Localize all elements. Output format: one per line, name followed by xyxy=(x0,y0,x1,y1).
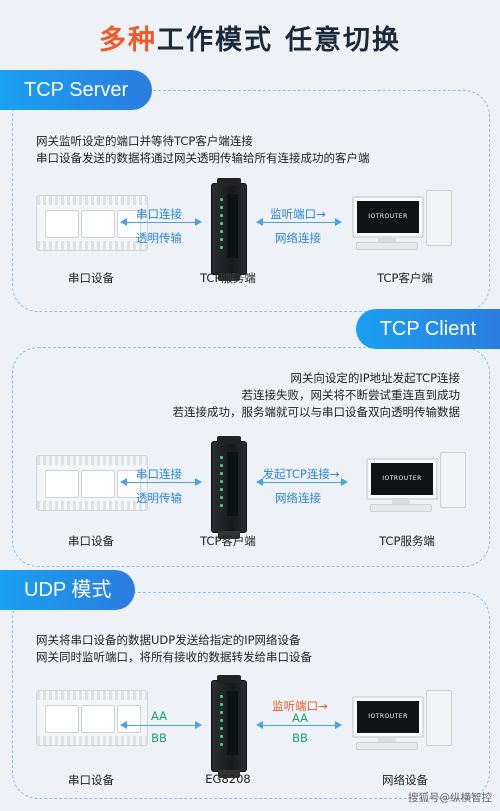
right-device-label: 网络设备 xyxy=(382,773,428,787)
computer-image: IOTROUTER xyxy=(352,190,452,250)
tcp-client-desc-1: 网关向设定的IP地址发起TCP连接 xyxy=(290,371,460,385)
right-arrow-aa-label: AA xyxy=(291,711,309,725)
left-arrow-top-label: AA xyxy=(150,709,168,723)
left-device-label: 串口设备 xyxy=(68,534,114,548)
serial-device-image xyxy=(36,195,148,251)
tcp-client-desc-2: 若连接失败，网关将不断尝试重连直到成功 xyxy=(241,388,461,402)
screen-logo: IOTROUTER xyxy=(357,701,419,733)
computer-image: IOTROUTER xyxy=(352,690,452,750)
title-accent: 多种 xyxy=(99,25,157,56)
left-arrow-bottom-label: BB xyxy=(151,731,167,745)
gateway-image xyxy=(211,178,247,281)
right-arrow xyxy=(256,478,348,486)
tcp-client-desc-3: 若连接成功，服务端就可以与串口设备双向透明传输数据 xyxy=(172,405,461,419)
udp-desc-1: 网关将串口设备的数据UDP发送给指定的IP网络设备 xyxy=(36,633,301,647)
tcp-server-desc-2: 串口设备发送的数据将通过网关透明传输给所有连接成功的客户端 xyxy=(36,151,370,165)
udp-desc-2: 网关同时监听端口，将所有接收的数据转发给串口设备 xyxy=(36,650,312,664)
screen-logo: IOTROUTER xyxy=(371,463,433,495)
udp-section xyxy=(12,592,490,799)
left-device-label: 串口设备 xyxy=(68,773,114,787)
center-device-label: TCP客户端 xyxy=(200,534,256,548)
screen-logo: IOTROUTER xyxy=(357,201,419,233)
left-arrow-top-label: 串口连接 xyxy=(136,467,182,481)
tcp-server-desc-1: 网关监听设定的端口并等待TCP客户端连接 xyxy=(36,134,253,148)
title-part3: 任意切换 xyxy=(285,25,401,56)
left-arrow xyxy=(120,218,202,226)
udp-pill: UDP 模式 xyxy=(0,570,136,610)
left-arrow xyxy=(120,721,202,729)
center-device-label: EG8208 xyxy=(205,772,251,786)
right-arrow-bottom-label: BB xyxy=(292,731,308,745)
right-arrow-top-label: 监听端口→ xyxy=(270,207,326,221)
tcp-server-section xyxy=(12,90,490,312)
right-arrow xyxy=(256,721,342,729)
left-arrow-bottom-label: 透明传输 xyxy=(136,491,182,505)
left-arrow-bottom-label: 透明传输 xyxy=(136,231,182,245)
right-arrow-top-label: 监听端口→ xyxy=(272,699,328,713)
serial-device-image xyxy=(36,455,148,511)
right-arrow-top-label: 发起TCP连接→ xyxy=(262,467,340,481)
title-part2: 工作模式 xyxy=(157,25,273,56)
tcp-client-section xyxy=(12,347,490,567)
left-device-label: 串口设备 xyxy=(68,271,114,285)
center-device-label: TCP服务端 xyxy=(200,271,256,285)
right-device-label: TCP客户端 xyxy=(377,271,433,285)
computer-image: IOTROUTER xyxy=(366,452,466,512)
page-title: 多种工作模式任意切换 xyxy=(0,18,500,57)
gateway-image xyxy=(211,675,247,778)
tcp-client-pill: TCP Client xyxy=(355,309,500,349)
serial-device-image xyxy=(36,690,148,746)
gateway-image xyxy=(211,436,247,539)
left-arrow xyxy=(120,478,202,486)
right-arrow-bottom-label: 网络连接 xyxy=(275,231,321,245)
tcp-server-pill: TCP Server xyxy=(0,70,153,110)
right-arrow-bottom-label: 网络连接 xyxy=(275,491,321,505)
right-device-label: TCP服务端 xyxy=(379,534,435,548)
watermark: 搜狐号@纵横智控 xyxy=(408,792,492,804)
right-arrow xyxy=(256,218,342,226)
left-arrow-top-label: 串口连接 xyxy=(136,207,182,221)
